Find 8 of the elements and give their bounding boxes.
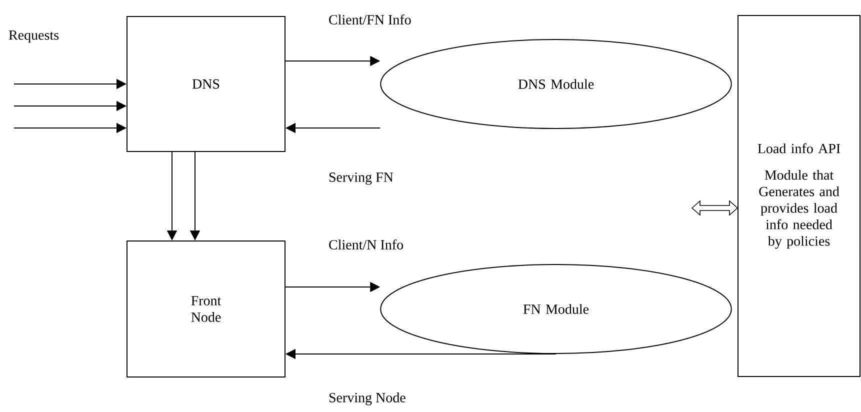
edge-label: Client/N Info <box>329 240 404 250</box>
process-box: Front Node <box>126 240 286 378</box>
process-box: DNS <box>126 16 286 152</box>
edge-label: Client/FN Info <box>329 14 411 24</box>
edge-label: Serving Node <box>329 392 406 406</box>
edge-label: Serving FN <box>329 172 394 185</box>
process-box: Load info API Module that Generates and provides load info needed by policies <box>738 15 860 377</box>
label-text: Requests <box>8 30 59 43</box>
